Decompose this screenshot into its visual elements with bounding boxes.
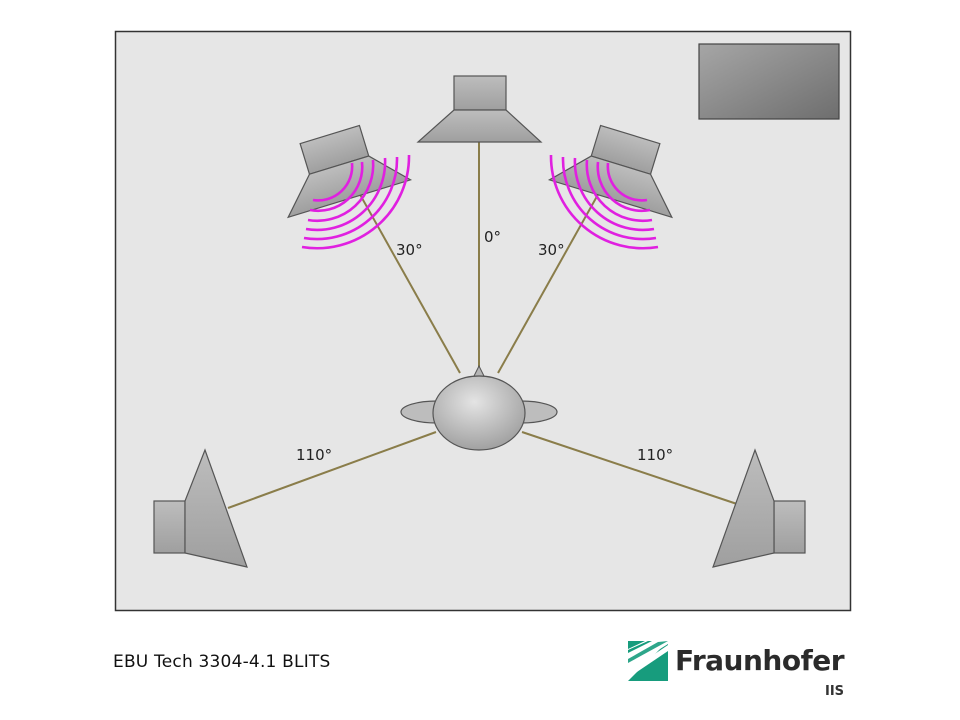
speaker-surround-right (712, 448, 806, 568)
fraunhofer-logo: Fraunhofer IIS (628, 636, 858, 706)
listener-head (400, 364, 558, 451)
caption-text: EBU Tech 3304-4.1 BLITS (113, 652, 331, 672)
speaker-center (416, 75, 543, 143)
logo-wordmark: Fraunhofer (675, 644, 845, 677)
line-surround-right (521, 431, 741, 506)
line-front-right (497, 181, 606, 374)
angle-label-front-left: 30° (396, 241, 423, 259)
line-surround-left (227, 431, 437, 509)
speaker-lines (227, 142, 741, 509)
line-front-left (352, 181, 461, 374)
logo-subtitle: IIS (825, 684, 845, 699)
fraunhofer-logo-icon (628, 641, 668, 681)
angle-label-surround-left: 110° (296, 446, 332, 464)
speaker-surround-left (153, 448, 248, 568)
angle-label-surround-right: 110° (637, 446, 673, 464)
screen-display (698, 43, 840, 120)
angle-label-front-right: 30° (538, 241, 565, 259)
angle-label-center: 0° (484, 228, 501, 246)
sound-waves-right (549, 154, 659, 250)
sound-waves-left (301, 154, 411, 250)
